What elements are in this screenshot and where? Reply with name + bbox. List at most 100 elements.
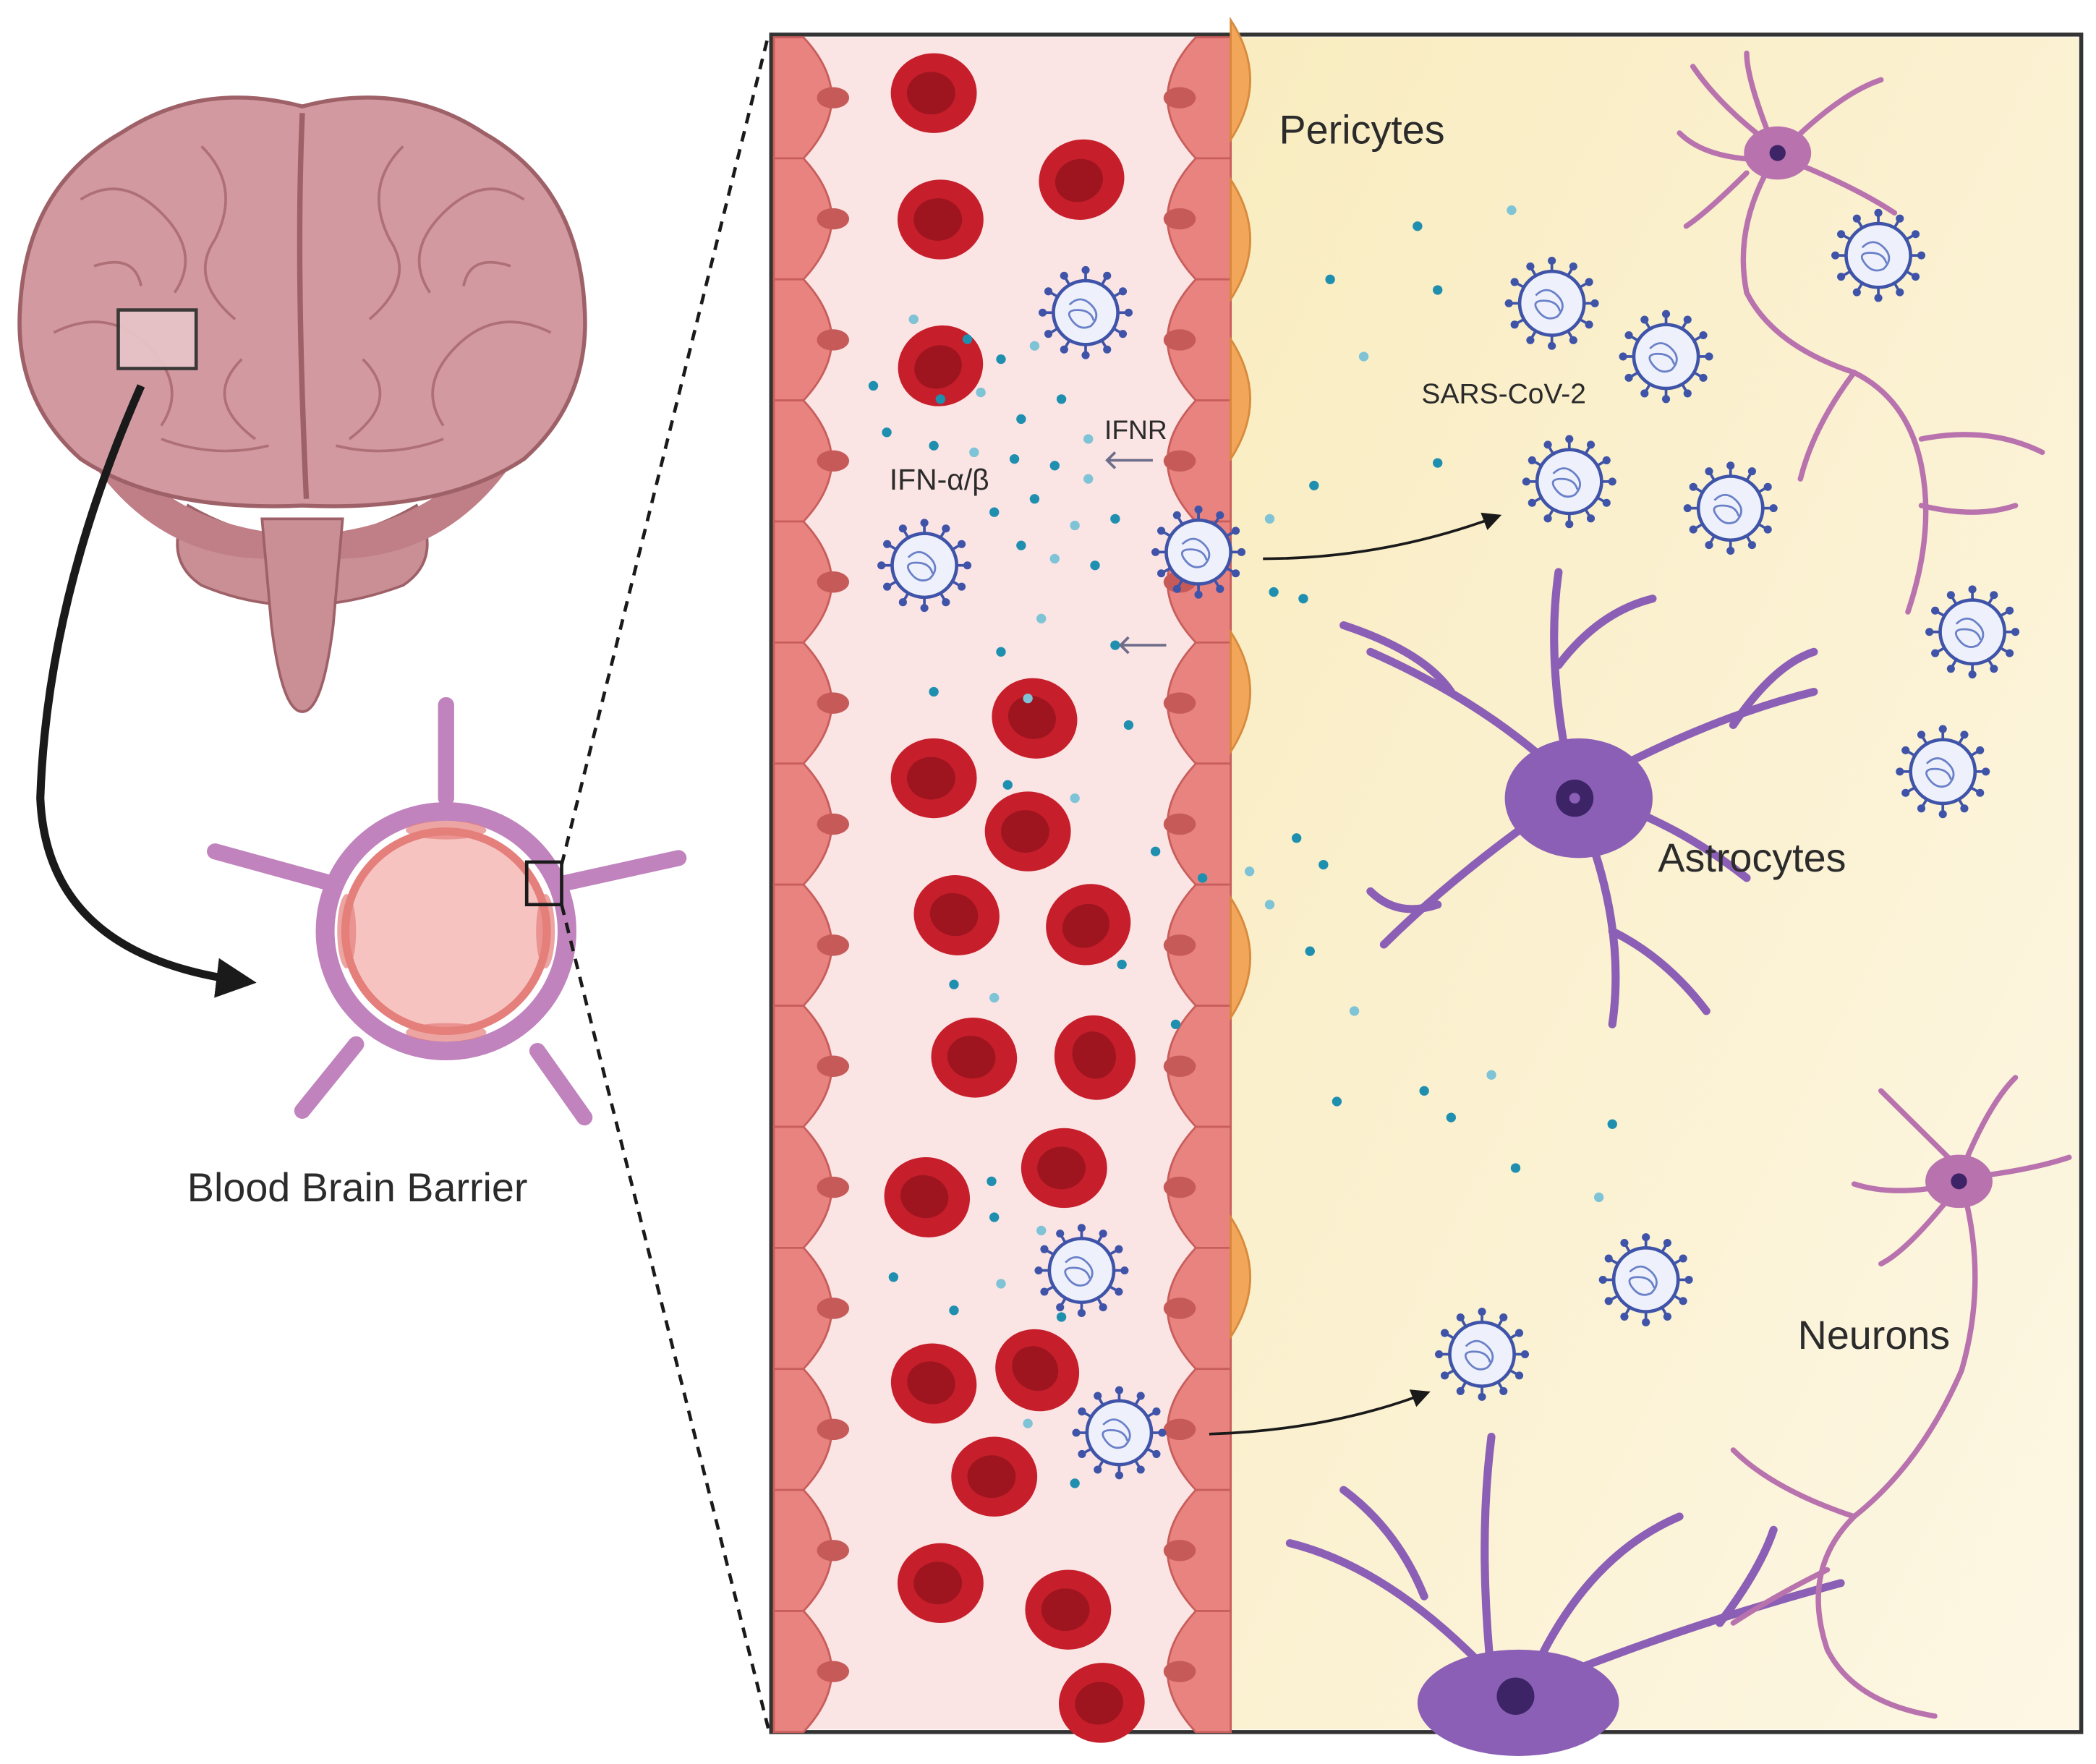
endothelial-nucleus (1163, 1418, 1196, 1441)
red-blood-cell-icon (984, 791, 1071, 872)
sars-cov-2-virion-icon (1038, 265, 1133, 359)
interferon-dot (1056, 1312, 1067, 1322)
red-blood-cell-icon (897, 1543, 984, 1624)
red-blood-cell-icon (890, 1343, 977, 1424)
interferon-dot (989, 992, 1000, 1003)
sars-cov-2-virion-icon (1831, 208, 1926, 302)
sars-cov-2-virion-icon (1504, 256, 1599, 350)
interferon-dot (1349, 1006, 1360, 1016)
interferon-dot (1016, 540, 1026, 550)
red-blood-cell-icon (913, 875, 1000, 955)
interferon-dot (1507, 205, 1517, 216)
interferon-dot (1049, 461, 1060, 471)
interferon-dot (1083, 434, 1094, 444)
endothelial-nucleus (1163, 1176, 1196, 1198)
endothelial-wall-left (772, 36, 850, 1734)
sars-cov-2-virion-icon (1034, 1224, 1129, 1317)
pericyte-cell (1230, 629, 1251, 755)
endothelial-nucleus (817, 1055, 850, 1077)
interferon-dot (1029, 341, 1040, 351)
endothelial-nucleus (817, 1298, 850, 1319)
sars-cov-2-virion-icon (1072, 1386, 1167, 1480)
pericyte-cell (1230, 336, 1251, 463)
interferon-dot (996, 1279, 1006, 1289)
ifn-receptor-icon (1105, 451, 1167, 655)
interferon-dot (969, 447, 979, 458)
interferon-dot (1593, 1192, 1604, 1203)
interferon-dot (1090, 561, 1100, 571)
red-blood-cell-icon (1025, 1569, 1112, 1650)
endothelial-nucleus (1163, 692, 1196, 714)
sars-cov-2-virion-icon (1151, 505, 1246, 599)
sars-cov-2-virion-icon (1435, 1308, 1530, 1401)
red-blood-cell-icon (931, 1018, 1018, 1098)
endothelial-nucleus (817, 450, 850, 472)
interferon-dot (888, 1272, 899, 1282)
interferon-dot (976, 387, 986, 398)
interferon-dot (1291, 833, 1302, 843)
endothelial-nucleus (1163, 208, 1196, 230)
endothelial-nucleus (817, 1418, 850, 1441)
endothelial-nucleus (1163, 1661, 1196, 1682)
interferon-dot (1036, 1225, 1047, 1236)
interferon-dot (996, 647, 1006, 657)
interferon-dot (996, 354, 1006, 365)
endothelial-nucleus (1163, 1298, 1196, 1319)
endothelial-nucleus (1163, 1540, 1196, 1561)
interferon-dot (1305, 946, 1315, 956)
pericytes-layer (1230, 16, 1251, 1341)
red-blood-cell-icon (1039, 139, 1125, 220)
interferon-dot (1264, 514, 1275, 524)
red-blood-cell-icon (951, 1436, 1038, 1517)
red-blood-cell-icon (1021, 1128, 1107, 1209)
interferon-dot (1332, 1096, 1342, 1107)
pericyte-cell (1230, 16, 1251, 143)
endothelial-nucleus (817, 87, 850, 108)
endothelial-nucleus (817, 1540, 850, 1561)
interferon-dot (1325, 274, 1335, 284)
endothelial-nucleus (817, 813, 850, 835)
red-blood-cells (884, 53, 1145, 1743)
interferon-dot (1117, 959, 1127, 970)
red-blood-cell-icon (995, 1329, 1080, 1412)
endothelial-nucleus (817, 571, 850, 593)
interferon-dot (989, 1212, 1000, 1222)
virus-entry-arrow-top (1263, 512, 1502, 561)
interferon-dot (1433, 285, 1443, 295)
sars-cov-2-virion-icon (1683, 461, 1778, 555)
brain-illustration (17, 95, 587, 713)
endothelial-nucleus (817, 208, 850, 230)
endothelial-nucleus (1163, 87, 1196, 108)
interferon-dot (1419, 1086, 1429, 1096)
interferon-dot (1009, 453, 1020, 464)
interferon-dot (929, 686, 939, 697)
endothelial-nucleus (817, 1661, 850, 1682)
interferon-dot (1023, 1418, 1033, 1428)
interferon-dot (1083, 474, 1094, 484)
interferon-dot (1244, 866, 1255, 877)
red-blood-cell-icon (1054, 1015, 1136, 1100)
label-neurons: Neurons (1798, 1313, 1951, 1358)
interferon-dot (1298, 594, 1308, 604)
interferon-dot (1016, 414, 1026, 425)
sars-cov-2-virion-icon (1598, 1233, 1693, 1326)
red-blood-cell-icon (1058, 1663, 1145, 1743)
interferon-dot (1123, 720, 1134, 730)
endothelial-nucleus (1163, 1055, 1196, 1077)
endothelial-nucleus (817, 329, 850, 351)
endothelial-nucleus (1163, 329, 1196, 351)
interferon-dot (1023, 694, 1033, 704)
interferon-dot (1049, 553, 1060, 564)
virus-entry-arrow-bottom (1209, 1389, 1431, 1436)
interferon-dot (1607, 1119, 1617, 1129)
interferon-dot (1056, 394, 1067, 404)
interferon-dot (1197, 873, 1208, 883)
interferon-dot (989, 507, 1000, 517)
endothelial-wall-right (1163, 36, 1232, 1734)
endothelial-nucleus (817, 1176, 850, 1198)
pericyte-cell (1230, 176, 1251, 303)
interferon-dot (949, 979, 959, 989)
interferon-dot (1264, 900, 1275, 910)
zoom-arrow (36, 384, 257, 998)
interferon-dot (868, 380, 879, 391)
